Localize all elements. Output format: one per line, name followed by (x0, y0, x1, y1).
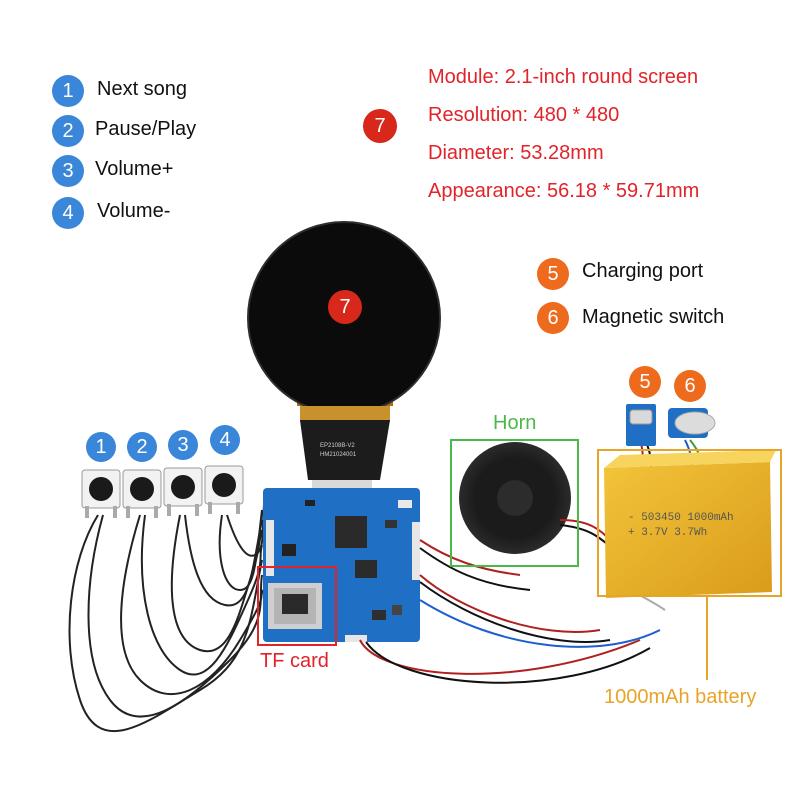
battery-print-2: + 3.7V 3.7Wh (628, 527, 707, 539)
fpc-ribbon: EP2108B-V2 HM21024001 (300, 406, 390, 490)
horn-label: Horn (493, 412, 537, 434)
tf-card-frame (257, 566, 337, 646)
legend-badge-2: 2 (52, 115, 84, 147)
speaker (459, 442, 613, 554)
push-buttons (81, 465, 244, 518)
magnetic-switch-module (668, 408, 716, 438)
tf-card-label: TF card (260, 650, 329, 672)
push-button-2 (122, 469, 162, 518)
battery-print-1: - 503450 1000mAh (628, 512, 734, 524)
push-button-4 (204, 465, 244, 514)
fpc-label-2: HM21024001 (320, 452, 357, 458)
port-label-magnetic-switch: Magnetic switch (582, 306, 725, 328)
fpc-label-1: EP2108B-V2 (320, 443, 355, 449)
spec-resolution: Resolution: 480 * 480 (428, 104, 620, 126)
legend-label-next-song: Next song (97, 78, 188, 100)
module-marker-badge: 7 (363, 109, 397, 143)
pcb-board (263, 488, 420, 642)
port-legend-badge-6: 6 (537, 302, 569, 334)
button-marker-4: 4 (210, 425, 240, 455)
button-marker-1: 1 (86, 432, 116, 462)
battery-label: 1000mAh battery (604, 686, 757, 708)
port-label-charging: Charging port (582, 260, 704, 282)
screen-marker-badge: 7 (328, 290, 362, 324)
button-marker-3: 3 (168, 430, 198, 460)
battery-frame (597, 449, 782, 597)
push-button-3 (163, 467, 203, 516)
button-marker-2: 2 (127, 432, 157, 462)
battery: - 503450 1000mAh + 3.7V 3.7Wh (604, 450, 776, 598)
port-marker-6: 6 (674, 370, 706, 402)
legend-badge-1: 1 (52, 75, 84, 107)
charging-port-module (626, 404, 656, 446)
spec-module: Module: 2.1-inch round screen (428, 66, 699, 88)
legend-label-volume-down: Volume- (97, 200, 171, 222)
port-legend-badge-5: 5 (537, 258, 569, 290)
legend-label-pause-play: Pause/Play (95, 118, 197, 140)
spec-appearance: Appearance: 56.18 * 59.71mm (428, 180, 700, 202)
legend-label-volume-up: Volume+ (95, 158, 174, 180)
port-marker-5: 5 (629, 366, 661, 398)
push-button-1 (81, 469, 121, 518)
button-wires (68, 504, 265, 733)
legend-badge-3: 3 (52, 155, 84, 187)
spec-diameter: Diameter: 53.28mm (428, 142, 604, 164)
legend-badge-4: 4 (52, 197, 84, 229)
horn-frame (450, 439, 579, 567)
